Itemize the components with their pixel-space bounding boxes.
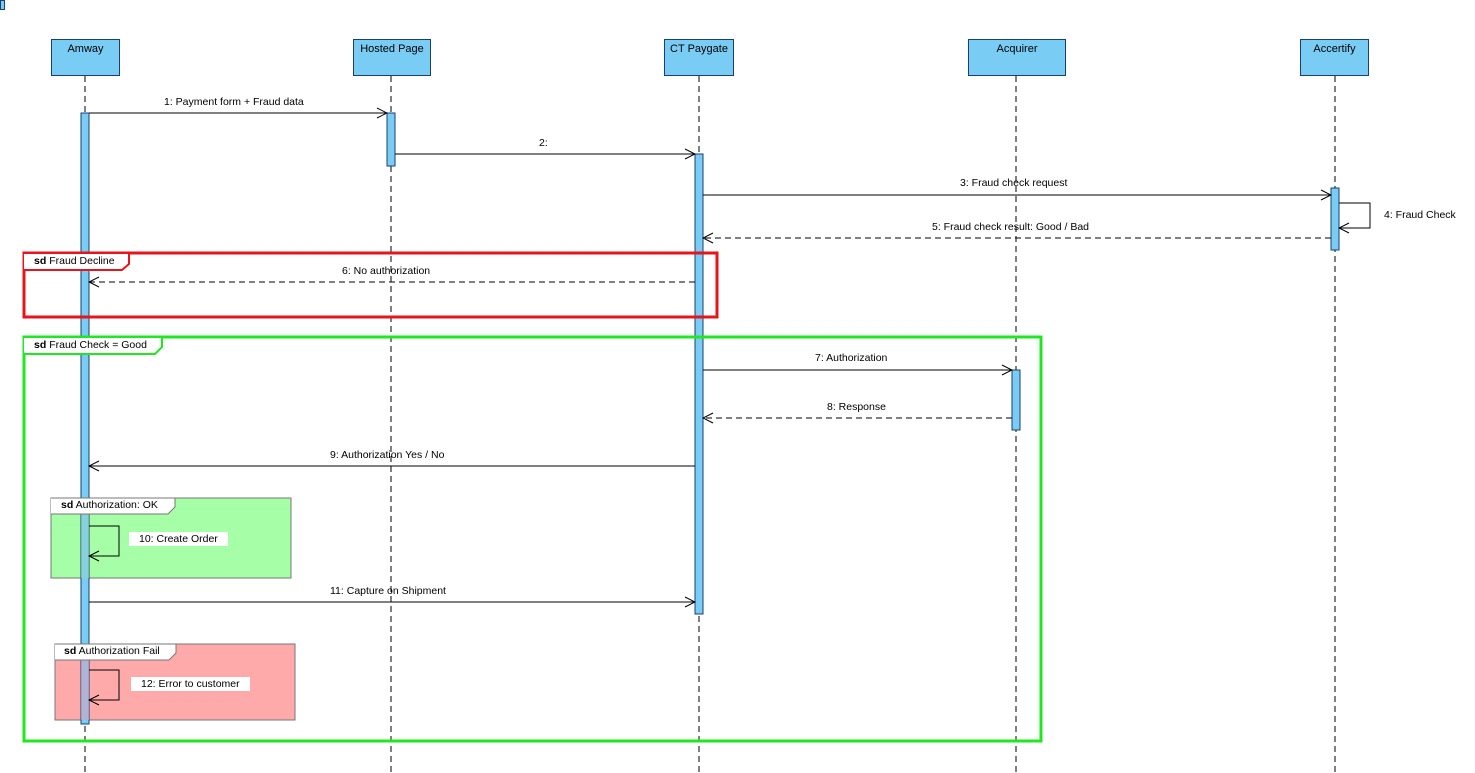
fraud-decline-frame xyxy=(22,251,719,319)
auth-fail-title: sd Authorization Fail xyxy=(64,645,160,657)
message-9-label: 9: Authorization Yes / No xyxy=(330,449,445,461)
message-4-label: 4: Fraud Check xyxy=(1384,209,1456,221)
fraud-good-keyword: sd xyxy=(34,339,47,351)
auth-ok-tab xyxy=(51,497,176,515)
message-12-self-arrow xyxy=(89,669,120,700)
activation-amway-overlay-fail xyxy=(81,644,89,720)
fraud-decline-keyword: sd xyxy=(34,255,47,267)
message-7-label: 7: Authorization xyxy=(815,352,888,364)
fraud-good-tab xyxy=(24,336,163,355)
auth-ok-name: Authorization: OK xyxy=(75,499,158,511)
activation-hosted-page xyxy=(386,112,396,167)
activation-ct-paygate xyxy=(694,153,704,615)
lifeline-ct-paygate[interactable]: CT Paygate xyxy=(664,39,734,76)
lifeline-hosted-page[interactable]: Hosted Page xyxy=(353,39,431,76)
message-12-label: 12: Error to customer xyxy=(131,677,250,691)
auth-ok-title: sd Authorization: OK xyxy=(61,499,158,511)
message-10-self-arrow xyxy=(89,525,120,556)
auth-ok-keyword: sd xyxy=(61,499,74,511)
lifeline-acquirer[interactable]: Acquirer xyxy=(968,39,1066,76)
lifeline-amway[interactable]: Amway xyxy=(51,39,120,76)
activation-accertify xyxy=(1330,187,1340,251)
activation-amway xyxy=(80,112,90,725)
auth-fail-name: Authorization Fail xyxy=(78,645,160,657)
message-2-label: 2: xyxy=(539,137,548,149)
fraud-good-name: Fraud Check = Good xyxy=(49,339,147,351)
fraud-good-title: sd Fraud Check = Good xyxy=(34,339,147,351)
activation-acquirer xyxy=(1011,369,1021,431)
fraud-decline-title: sd Fraud Decline xyxy=(34,255,115,267)
message-8-label: 8: Response xyxy=(827,401,886,413)
fraud-good-frame xyxy=(22,335,1043,743)
lifeline-accertify[interactable]: Accertify xyxy=(1300,39,1369,76)
corner-marker xyxy=(0,0,5,10)
fraud-decline-name: Fraud Decline xyxy=(49,255,115,267)
message-10-label: 10: Create Order xyxy=(129,532,228,546)
message-6-label: 6: No authorization xyxy=(342,265,431,277)
message-5-label: 5: Fraud check result: Good / Bad xyxy=(932,221,1089,233)
activation-amway-overlay-ok xyxy=(81,498,89,578)
message-4-self-arrow xyxy=(1339,202,1371,228)
message-3-label: 3: Fraud check request xyxy=(960,177,1068,189)
message-1-label: 1: Payment form + Fraud data xyxy=(164,96,304,108)
auth-fail-tab xyxy=(55,643,177,661)
fraud-decline-tab xyxy=(24,252,130,271)
message-11-label: 11: Capture on Shipment xyxy=(330,585,446,597)
auth-fail-keyword: sd xyxy=(64,645,77,657)
